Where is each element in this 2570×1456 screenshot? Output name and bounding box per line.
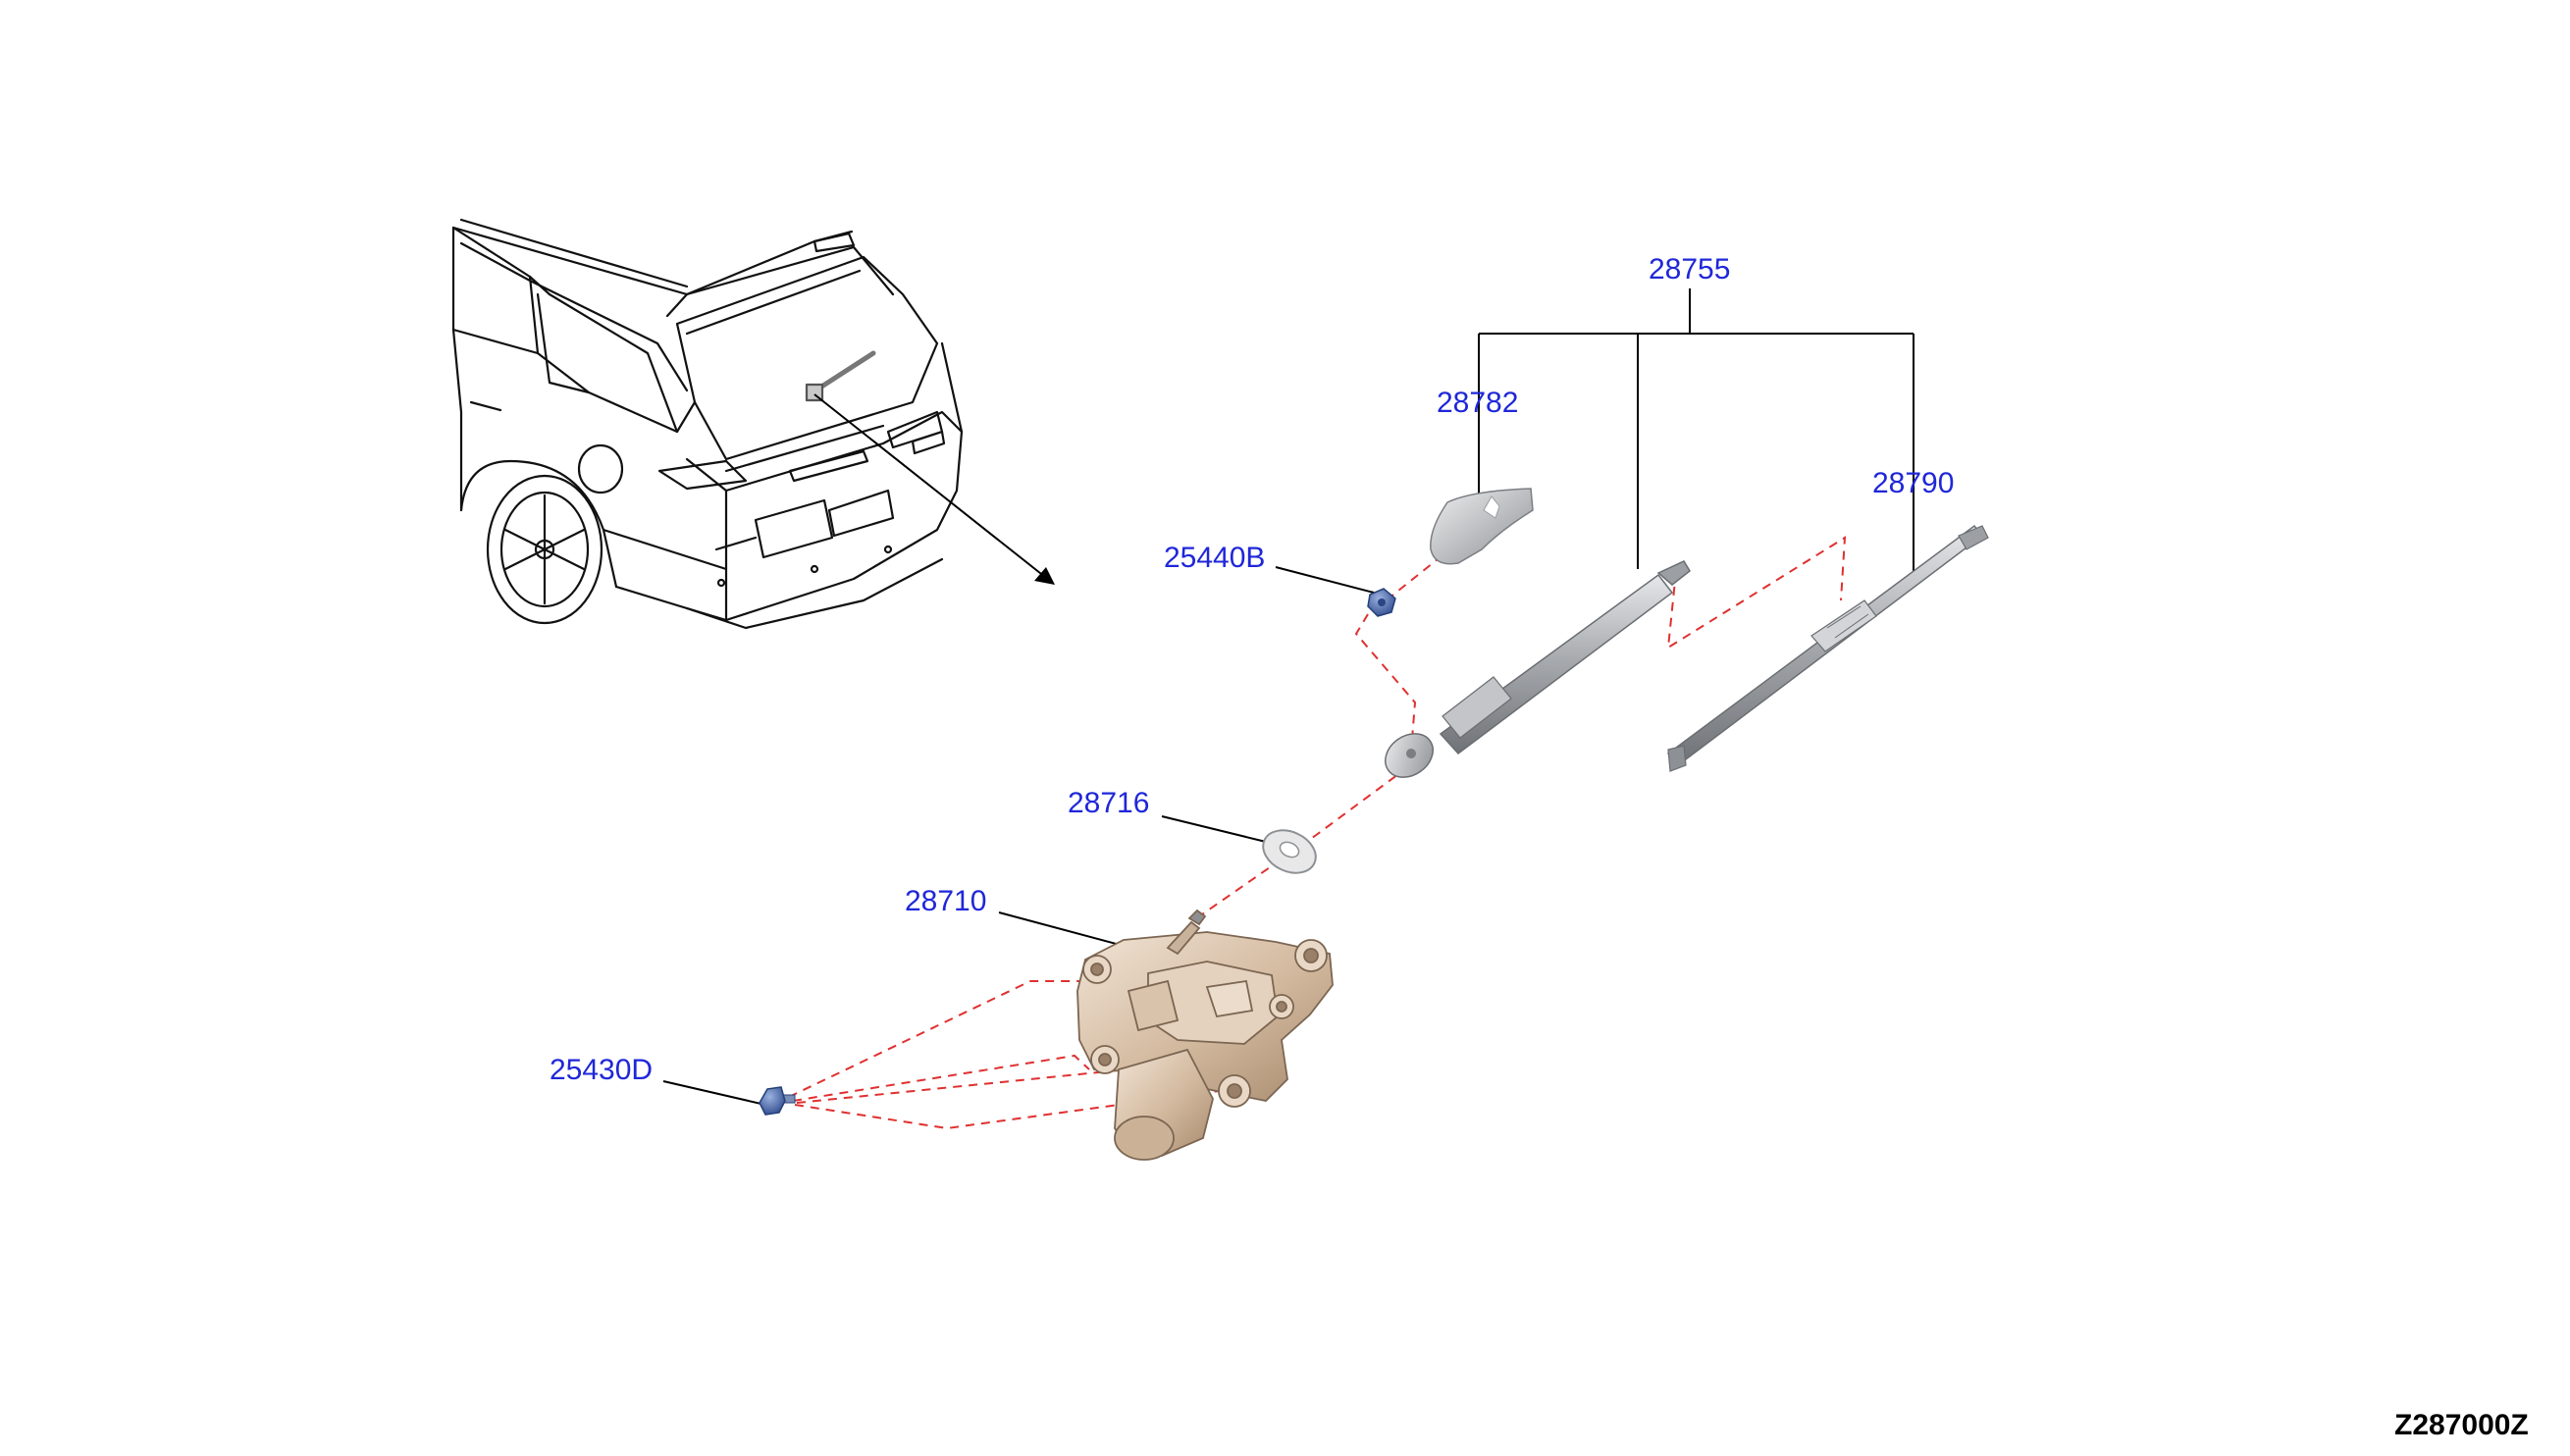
location-pointer-arrow — [813, 393, 1055, 585]
motor-bolt-25430D — [759, 1086, 796, 1116]
callout-28716: 28716 — [1068, 787, 1150, 819]
callout-25430D: 25430D — [550, 1054, 654, 1086]
wiper-arm-28755 — [1385, 560, 1691, 778]
vehicle-rear-illustration — [451, 218, 964, 630]
callout-25440B: 25440B — [1164, 542, 1266, 574]
wiper-motor-28710 — [1076, 909, 1334, 1161]
wiper-arm-cap-28782 — [1430, 488, 1534, 565]
pivot-seal-28716 — [1262, 829, 1317, 874]
assembly-guide-lines — [788, 536, 1847, 1130]
callout-28755: 28755 — [1649, 253, 1731, 286]
wiper-blade-28790 — [1666, 524, 1989, 772]
leader-lines — [662, 288, 1914, 1106]
callout-28782: 28782 — [1437, 387, 1519, 419]
callout-28790: 28790 — [1872, 467, 1955, 499]
callout-28710: 28710 — [905, 885, 987, 917]
arm-nut-25440B — [1367, 588, 1396, 617]
diagram-code: Z287000Z — [2394, 1409, 2529, 1441]
